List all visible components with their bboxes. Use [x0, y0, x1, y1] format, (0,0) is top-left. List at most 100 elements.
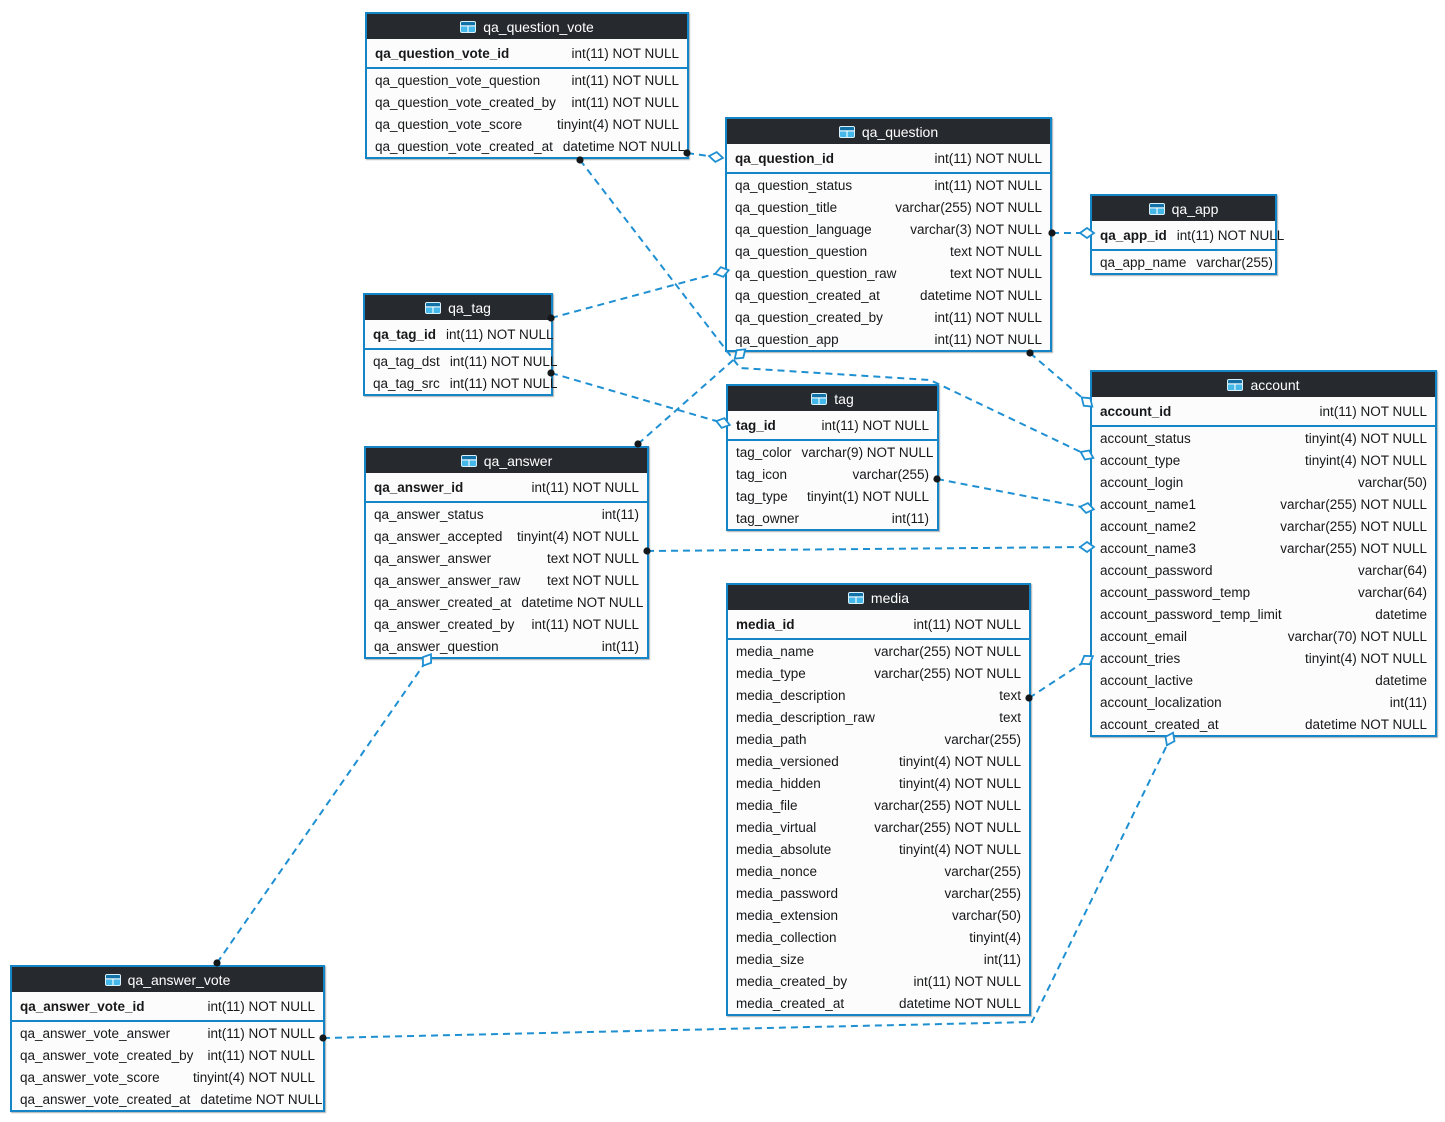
table-header[interactable]: account — [1092, 372, 1435, 397]
relationship[interactable] — [933, 475, 1096, 514]
relationship[interactable] — [1048, 226, 1096, 240]
relationship[interactable] — [213, 651, 435, 967]
relationship[interactable] — [683, 149, 725, 164]
field-name: qa_question_vote_created_by — [375, 94, 556, 110]
field-name: tag_icon — [736, 466, 788, 482]
table-header[interactable]: qa_app — [1092, 196, 1275, 221]
relationship[interactable] — [547, 265, 731, 322]
table-header[interactable]: qa_question_vote — [367, 14, 687, 39]
table-header[interactable]: qa_tag — [365, 295, 551, 320]
table-header[interactable]: qa_answer_vote — [12, 967, 323, 992]
relationship[interactable] — [1026, 349, 1095, 410]
table-header[interactable]: qa_question — [727, 119, 1050, 144]
field-name: tag_type — [736, 488, 788, 504]
relationship[interactable] — [1025, 652, 1095, 702]
relationship[interactable] — [547, 369, 732, 429]
relationship[interactable] — [643, 540, 1096, 555]
table-header[interactable]: media — [728, 585, 1029, 610]
table-header[interactable]: tag — [728, 386, 937, 411]
table-header[interactable]: qa_answer — [366, 448, 647, 473]
